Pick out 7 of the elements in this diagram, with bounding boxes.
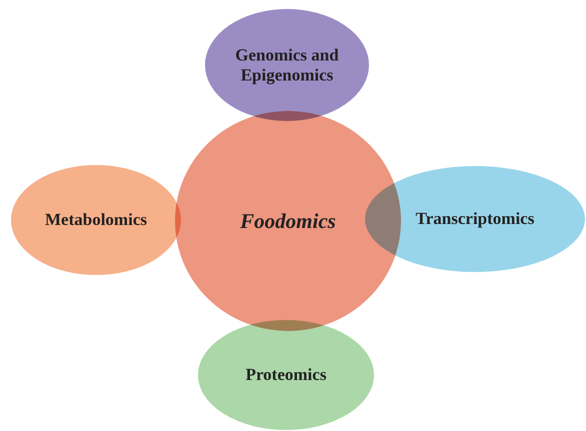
node-label: Foodomics <box>239 208 337 234</box>
node-label: Transcriptomics <box>414 209 536 229</box>
node-label: Genomics and Epigenomics <box>234 45 340 85</box>
ellipse-node <box>8 162 184 278</box>
node-label: Proteomics <box>244 365 328 385</box>
node-label: Metabolomics <box>44 210 148 230</box>
ellipse-node <box>202 6 372 124</box>
